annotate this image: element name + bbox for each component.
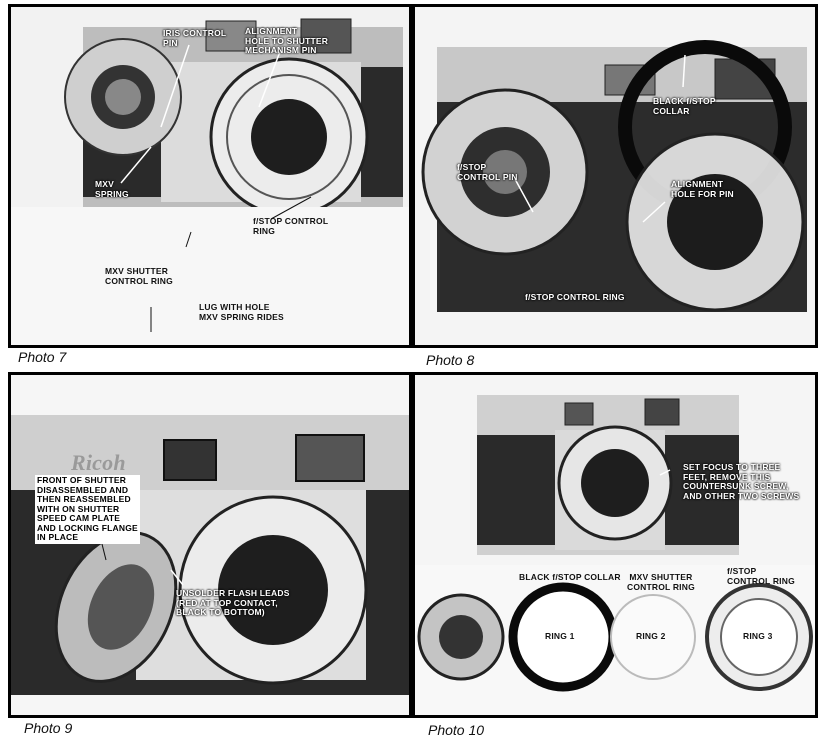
label-line: f/STOP bbox=[727, 566, 757, 576]
label-ring-2: RING 2 bbox=[636, 631, 666, 641]
label-iris-control-pin: IRIS CONTROL PIN bbox=[163, 28, 227, 48]
brand-text: Ricoh bbox=[71, 450, 126, 475]
label-line: MXV SHUTTER bbox=[105, 266, 169, 276]
label-line: COUNTERSUNK SCREW, bbox=[683, 481, 789, 491]
label-line: THEN REASSEMBLED bbox=[37, 494, 131, 504]
label-mxv-spring: MXV SPRING bbox=[95, 179, 129, 199]
label-mxv-shutter-control-ring: MXV SHUTTER CONTROL RING bbox=[105, 266, 173, 286]
label-ring-1: RING 1 bbox=[545, 631, 575, 641]
label-line: ALIGNMENT bbox=[671, 179, 724, 189]
label-line: SPRING bbox=[95, 188, 129, 199]
label-line: MXV bbox=[95, 179, 115, 189]
label-line: f/STOP bbox=[457, 162, 487, 172]
label-fstop-control-pin: f/STOP CONTROL PIN bbox=[457, 162, 518, 182]
label-line: IRIS CONTROL bbox=[163, 28, 227, 38]
label-black-fstop-collar: BLACK f/STOP COLLAR bbox=[519, 572, 621, 583]
label-line: CONTROL RING bbox=[627, 581, 695, 592]
label-line: CONTROL RING bbox=[105, 275, 173, 286]
caption-photo-10: Photo 10 bbox=[428, 722, 485, 738]
label-front-of-shutter: FRONT OF SHUTTER DISASSEMBLED AND THEN R… bbox=[35, 475, 140, 544]
caption-photo-9: Photo 9 bbox=[24, 720, 73, 736]
label-line: IN PLACE bbox=[37, 532, 79, 542]
label-mxv-shutter-control-ring: MXV SHUTTER CONTROL RING bbox=[627, 572, 695, 592]
photo-9-panel: Ricoh FRONT OF SHUTTER DISASSEMBLED AND … bbox=[8, 372, 412, 718]
label-line: FEET, REMOVE THIS bbox=[683, 471, 771, 482]
label-line: UNSOLDER FLASH LEADS bbox=[176, 588, 290, 598]
label-alignment-hole-for-pin: ALIGNMENT HOLE FOR PIN bbox=[671, 179, 734, 199]
label-line: FRONT OF SHUTTER bbox=[37, 475, 127, 485]
photo-9-illustration bbox=[11, 375, 409, 715]
label-line: BLACK f/STOP COLLAR bbox=[519, 572, 621, 582]
photo-7-illustration bbox=[11, 7, 409, 345]
label-line: AND LOCKING FLANGE bbox=[37, 522, 138, 533]
label-fstop-control-ring: f/STOP CONTROL RING bbox=[253, 216, 329, 236]
label-fstop-control-ring: f/STOP CONTROL RING bbox=[525, 292, 625, 303]
label-line: PIN bbox=[163, 37, 178, 48]
photo-10-illustration bbox=[415, 375, 815, 715]
label-unsolder-flash-leads: UNSOLDER FLASH LEADS (RED AT TOP CONTACT… bbox=[176, 588, 290, 618]
label-line: ALIGNMENT bbox=[245, 26, 298, 36]
caption-photo-8: Photo 8 bbox=[426, 352, 475, 368]
label-line: SPEED CAM PLATE bbox=[37, 513, 121, 523]
label-line: HOLE TO SHUTTER bbox=[245, 35, 329, 46]
brand-logo: Ricoh bbox=[71, 451, 126, 475]
photo-8-panel: BLACK f/STOP COLLAR f/STOP CONTROL PIN A… bbox=[412, 4, 818, 348]
label-line: MXV SPRING RIDES bbox=[199, 311, 284, 322]
label-line: SET FOCUS TO THREE bbox=[683, 462, 781, 472]
label-line: f/STOP CONTROL RING bbox=[525, 292, 625, 302]
caption-photo-7: Photo 7 bbox=[18, 349, 67, 365]
label-ring-3: RING 3 bbox=[743, 631, 773, 641]
photo-8-illustration bbox=[415, 7, 815, 345]
label-line: HOLE FOR PIN bbox=[671, 188, 734, 199]
label-set-focus-remove-screws: SET FOCUS TO THREE FEET, REMOVE THIS COU… bbox=[683, 462, 800, 501]
label-line: BLACK f/STOP bbox=[653, 96, 716, 106]
photo-7-panel: IRIS CONTROL PIN ALIGNMENT HOLE TO SHUTT… bbox=[8, 4, 412, 348]
label-alignment-hole-to-shutter-mechanism-pin: ALIGNMENT HOLE TO SHUTTER MECHANISM PIN bbox=[245, 26, 329, 56]
label-line: DISASSEMBLED AND bbox=[37, 484, 129, 495]
label-black-fstop-collar: BLACK f/STOP COLLAR bbox=[653, 96, 716, 116]
label-line: (RED AT TOP CONTACT, bbox=[176, 597, 278, 608]
label-fstop-control-ring: f/STOP CONTROL RING bbox=[727, 566, 795, 586]
label-line: MXV SHUTTER bbox=[629, 572, 693, 582]
label-line: LUG WITH HOLE bbox=[199, 302, 270, 312]
label-line: AND OTHER TWO SCREWS bbox=[683, 490, 800, 501]
label-lug-with-hole: LUG WITH HOLE MXV SPRING RIDES bbox=[199, 302, 284, 322]
label-line: BLACK TO BOTTOM) bbox=[176, 607, 265, 617]
label-line: CONTROL RING bbox=[727, 575, 795, 586]
label-line: WITH ON SHUTTER bbox=[37, 503, 120, 514]
label-line: f/STOP CONTROL bbox=[253, 216, 329, 226]
label-line: RING bbox=[253, 225, 276, 236]
label-line: COLLAR bbox=[653, 105, 690, 116]
label-line: MECHANISM PIN bbox=[245, 45, 317, 55]
label-line: CONTROL PIN bbox=[457, 171, 518, 182]
photo-10-panel: SET FOCUS TO THREE FEET, REMOVE THIS COU… bbox=[412, 372, 818, 718]
